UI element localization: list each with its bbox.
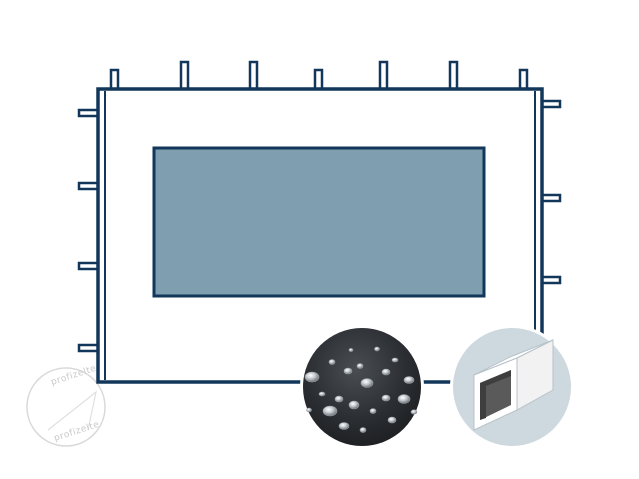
watermark-top-text: profizelte (50, 364, 98, 388)
tie-loop (518, 68, 529, 92)
tie-loop (77, 261, 100, 271)
tie-loop (109, 68, 120, 92)
tie-loop (378, 60, 389, 92)
tie-loop (248, 60, 259, 92)
tie-loop (448, 60, 459, 92)
water-droplets-icon (300, 325, 424, 449)
left-tie-loops (77, 108, 100, 353)
tie-loop (540, 193, 562, 203)
square-tube-icon (450, 325, 574, 449)
watermark-bottom-text: profizelte (53, 420, 101, 444)
right-tie-loops (540, 99, 562, 285)
watermark-logo: profizelte profizelte (26, 364, 106, 447)
tie-loop (77, 108, 100, 118)
top-tie-loops (109, 60, 529, 92)
tie-loop (179, 60, 190, 92)
tie-loop (540, 99, 562, 109)
tie-loop (313, 68, 324, 92)
window-panel (152, 146, 486, 298)
tie-loop (77, 343, 100, 353)
tie-loop (77, 181, 100, 191)
tie-loop (540, 275, 562, 285)
